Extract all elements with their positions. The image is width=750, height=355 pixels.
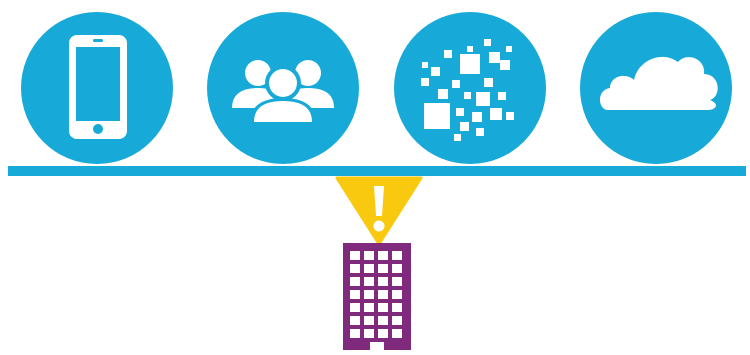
building-window: [364, 329, 374, 338]
building-window: [392, 329, 402, 338]
warning-triangle-icon: [335, 176, 423, 246]
smartphone-icon: [69, 35, 127, 139]
building-window: [350, 303, 360, 312]
building-window: [378, 251, 388, 260]
building-window: [364, 290, 374, 299]
cloud-circle: [580, 12, 732, 164]
building-window: [392, 264, 402, 273]
horizontal-connector-bar: [8, 166, 746, 176]
building-window: [378, 264, 388, 273]
office-building: [343, 243, 411, 350]
building-window: [378, 303, 388, 312]
building-window: [364, 303, 374, 312]
building-window: [392, 277, 402, 286]
building-window: [350, 251, 360, 260]
office-building-icon: [343, 243, 411, 350]
building-window: [364, 277, 374, 286]
data-pixels-circle: [394, 12, 546, 164]
building-window: [378, 290, 388, 299]
building-window: [392, 290, 402, 299]
building-window: [350, 277, 360, 286]
building-window: [392, 251, 402, 260]
building-window: [378, 329, 388, 338]
smartphone-circle: [21, 12, 173, 164]
building-window: [350, 329, 360, 338]
building-window: [350, 316, 360, 325]
building-window: [392, 303, 402, 312]
building-window: [364, 316, 374, 325]
people-icon: [232, 60, 334, 126]
people-circle: [207, 12, 359, 164]
warning-triangle: [335, 176, 423, 246]
building-window: [350, 264, 360, 273]
building-window: [364, 251, 374, 260]
building-window: [364, 264, 374, 273]
building-window: [350, 290, 360, 299]
building-window: [392, 316, 402, 325]
cloud-icon: [600, 56, 718, 110]
building-window: [378, 316, 388, 325]
data-pixels-icon: [421, 39, 514, 141]
building-window: [378, 277, 388, 286]
